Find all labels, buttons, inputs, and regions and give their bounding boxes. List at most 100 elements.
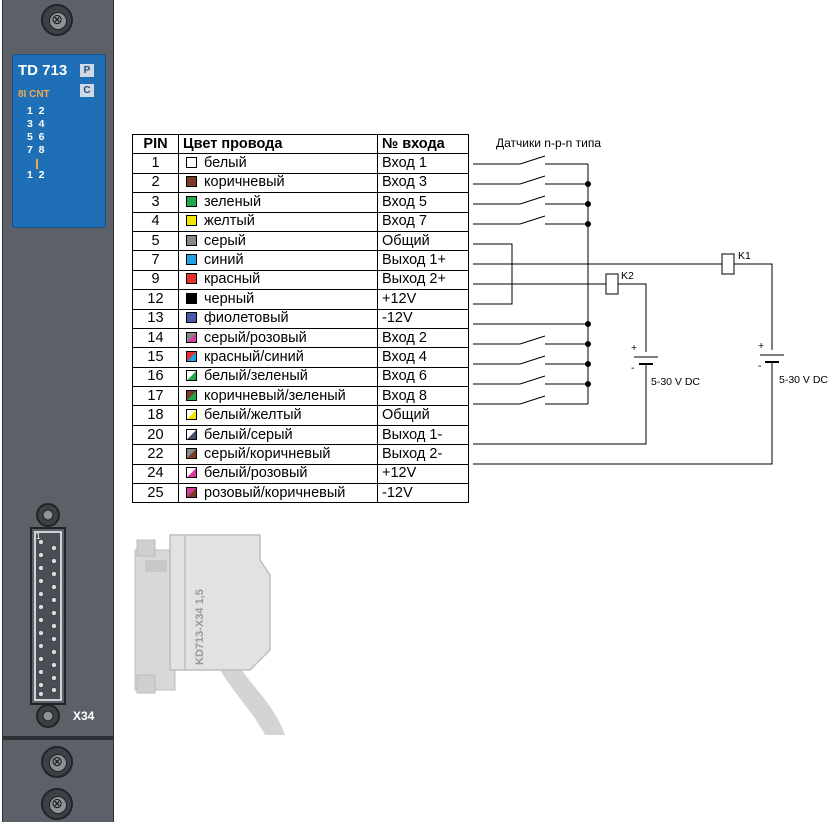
wire-color-label: серый/коричневый (204, 445, 331, 462)
pin-number: 12 (132, 289, 179, 310)
color-swatch-icon (186, 370, 197, 382)
wire-color-cell: серый (178, 230, 378, 252)
badge-p: P (80, 64, 94, 77)
wire-color-label: белый/розовый (204, 465, 308, 482)
color-swatch-icon (186, 447, 197, 459)
pin-number: 1 (132, 153, 179, 174)
k1-supply-plus: + (758, 340, 765, 352)
connector-plug-drawing (134, 534, 285, 735)
color-swatch-icon (186, 157, 197, 169)
k1-supply-minus: - (758, 360, 762, 372)
module-subtitle: 8I CNT (18, 89, 50, 100)
wire-color-label: красный (204, 271, 261, 288)
header-pin: PIN (132, 133, 179, 155)
pin-number: 24 (132, 463, 179, 485)
input-number: Выход 2+ (377, 269, 469, 291)
input-number: +12V (377, 463, 469, 485)
wire-color-label: серый/розовый (204, 329, 307, 346)
relay-k1-label: K1 (738, 250, 751, 262)
wire-color-cell: серый/розовый (178, 327, 378, 349)
wire-color-label: черный (204, 290, 255, 307)
color-swatch-icon (186, 254, 197, 266)
led-row-3: 5 6 (27, 131, 45, 143)
k2-supply-plus: + (631, 342, 638, 354)
color-swatch-icon (186, 428, 197, 440)
wire-color-cell: белый/желтый (178, 405, 378, 426)
connector-label: X34 (73, 709, 95, 723)
wire-color-cell: белый (178, 153, 378, 174)
wire-color-label: белый/зеленый (204, 368, 308, 385)
wire-color-label: серый (204, 232, 246, 249)
wire-color-cell: коричневый (178, 172, 378, 194)
color-swatch-icon (186, 409, 197, 421)
connector-pin-one: 1 (36, 532, 41, 541)
color-swatch-icon (186, 389, 197, 401)
color-swatch-icon (186, 215, 197, 227)
led-row-2: 3 4 (27, 118, 45, 130)
led-row-4: 7 8 (27, 144, 45, 156)
input-number: Вход 7 (377, 211, 469, 232)
pin-number: 22 (132, 444, 179, 465)
color-swatch-icon (186, 176, 197, 188)
badge-c: C (80, 84, 94, 97)
pinout-table: PIN Цвет провода № входа 1 белый Вход 1 2 ко… (132, 133, 469, 504)
input-number: -12V (377, 483, 469, 504)
relay-k2-label: K2 (621, 270, 634, 282)
wire-color-label: белый (204, 155, 247, 172)
wire-color-label: коричневый (204, 174, 285, 191)
k2-supply-minus: - (631, 362, 635, 374)
table-row: 3 зеленый Вход 5 (132, 192, 469, 213)
color-swatch-icon (186, 312, 197, 324)
header-input-number: № входа (377, 133, 469, 155)
wire-color-label: белый/желтый (204, 407, 302, 424)
led-indicator (36, 159, 38, 169)
k2-supply-voltage: 5-30 V DC (651, 376, 701, 388)
wire-color-cell: белый/серый (178, 424, 378, 446)
color-swatch-icon (186, 195, 197, 207)
wire-color-label: синий (204, 252, 244, 269)
wire-color-label: зеленый (204, 193, 262, 210)
input-number: Вход 1 (377, 153, 469, 174)
color-swatch-icon (186, 292, 197, 304)
module-label-panel: TD 713 P C 8I CNT 1 2 3 4 5 6 7 8 1 2 (12, 54, 106, 228)
sensor-type-title: Датчики n-p-n типа (496, 136, 601, 150)
module-model: TD 713 (18, 62, 68, 79)
table-header-row: PIN Цвет провода № входа (132, 133, 469, 155)
color-swatch-icon (186, 467, 197, 479)
input-number: Вход 3 (377, 172, 469, 194)
wire-color-label: фиолетовый (204, 310, 289, 327)
color-swatch-icon (186, 273, 197, 285)
bottom-rail (3, 736, 113, 740)
wire-color-label: коричневый/зеленый (204, 387, 346, 404)
wire-color-cell: зеленый (178, 192, 378, 213)
led-row-bottom: 1 2 (27, 169, 45, 181)
table-row: 1 белый Вход 1 (132, 153, 469, 174)
input-number: Общий (377, 230, 469, 252)
table-row: 2 коричневый Вход 3 (132, 172, 469, 194)
middle-screw-icon: ⊗ (41, 746, 73, 778)
wire-color-cell: желтый (178, 211, 378, 232)
led-row-1: 1 2 (27, 105, 45, 117)
color-swatch-icon (186, 350, 197, 362)
bottom-screw-icon: ⊗ (41, 788, 73, 820)
wire-color-label: красный/синий (204, 348, 304, 365)
color-swatch-icon (186, 234, 197, 246)
pin-number: 2 (132, 172, 179, 194)
pin-number: 3 (132, 192, 179, 213)
module-panel: ⊗ TD 713 P C 8I CNT 1 2 3 4 5 6 7 8 1 2 (2, 0, 114, 822)
header-wire-color: Цвет провода (178, 133, 378, 155)
wire-color-cell: белый/зеленый (178, 366, 378, 388)
input-number: Вход 5 (377, 192, 469, 213)
color-swatch-icon (186, 486, 197, 498)
wire-color-label: желтый (204, 213, 255, 230)
